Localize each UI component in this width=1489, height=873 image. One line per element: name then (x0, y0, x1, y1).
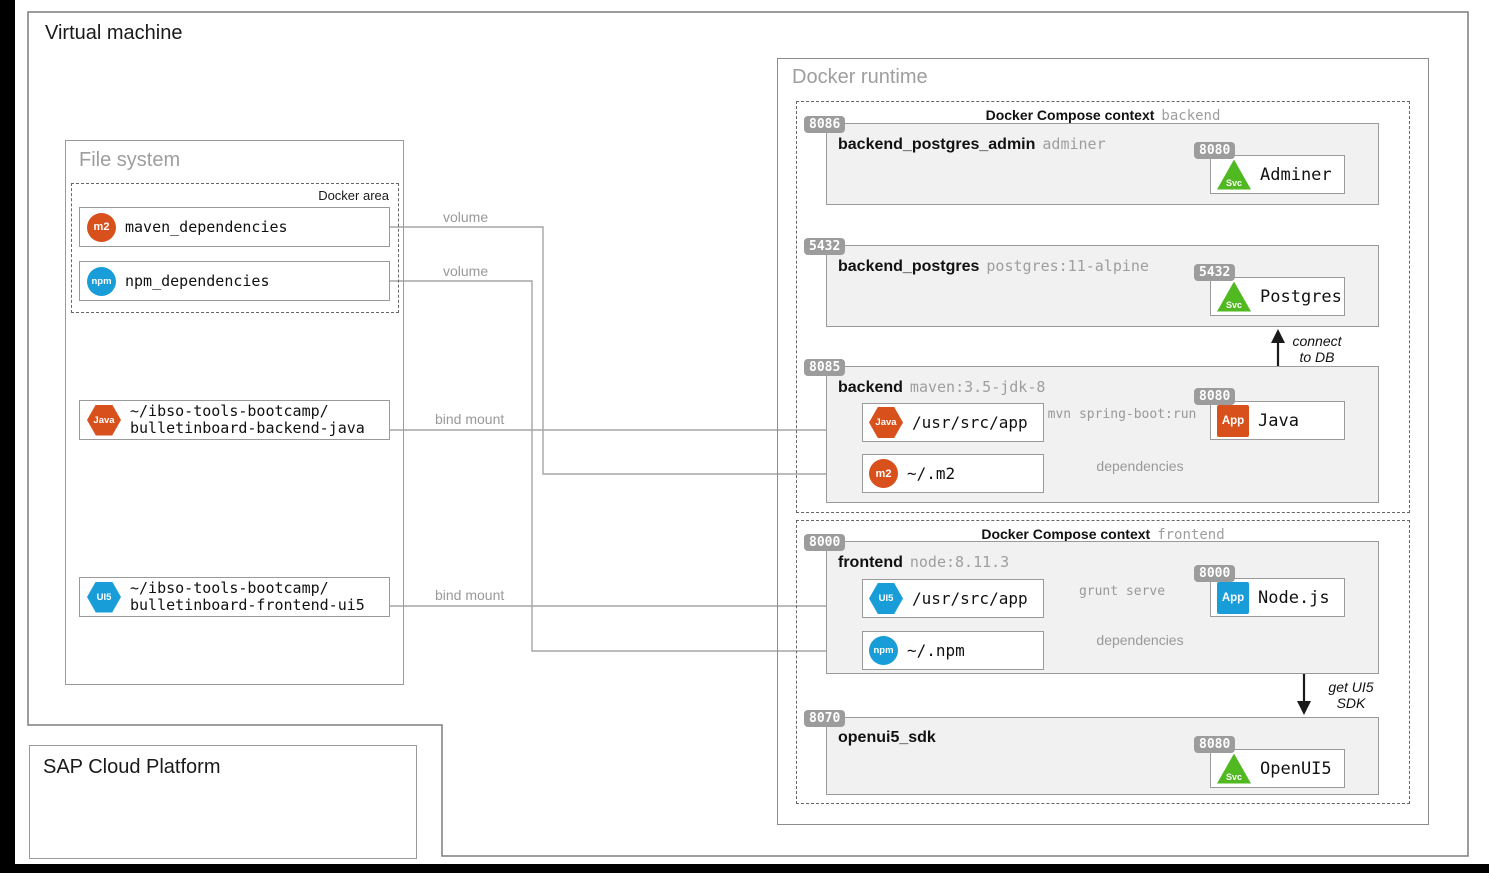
volume-name: npm_dependencies (125, 272, 270, 290)
port-badge: 8080 (1194, 142, 1236, 159)
m2-icon: m2 (87, 212, 116, 242)
port-badge: 8080 (1194, 388, 1236, 405)
service-adminer: Svc Adminer 8080 (1194, 142, 1345, 194)
connect-db-label: connect to DB (1292, 333, 1342, 365)
service-postgres: Svc Postgres 5432 (1194, 264, 1345, 316)
svc-icon: Svc (1217, 159, 1251, 190)
docker-runtime-box: Docker runtime (777, 58, 1429, 825)
ui5-icon: UI5 (869, 583, 903, 614)
mount-m2: m2 ~/.m2 (862, 454, 1044, 493)
dependencies-label-frontend: dependencies (1096, 632, 1184, 648)
mvn-run-label: mvn spring-boot:run (1047, 407, 1197, 422)
npm-icon: npm (87, 266, 116, 296)
directory-path-line1: ~/ibso-tools-bootcamp/ (130, 579, 329, 597)
mount-npm: npm ~/.npm (862, 631, 1044, 670)
app-label: Java (1258, 410, 1299, 431)
host-port-badge: 8085 (804, 359, 846, 376)
docker-area-box: Docker area (71, 183, 399, 313)
svc-icon: Svc (1217, 753, 1251, 784)
vm-title: Virtual machine (45, 22, 183, 44)
directory-path-line2: bulletinboard-frontend-ui5 (130, 596, 365, 614)
npm-icon: npm (869, 636, 898, 665)
container-openui5-sdk: openui5_sdk Svc OpenUI5 8080 8070 (804, 710, 1379, 795)
mount-path: /usr/src/app (912, 589, 1028, 608)
directory-path-line1: ~/ibso-tools-bootcamp/ (130, 402, 329, 420)
directory-backend-java: Java ~/ibso-tools-bootcamp/ bulletinboar… (79, 400, 390, 440)
container-title: openui5_sdk (838, 729, 936, 746)
file-system-box: File system (65, 140, 404, 685)
volume-npm-dependencies: npm npm_dependencies (79, 261, 390, 301)
host-port-badge: 8086 (804, 116, 846, 133)
bind-mount-label-1: bind mount (435, 411, 505, 427)
app-java: App Java 8080 (1194, 388, 1345, 440)
service-openui5: Svc OpenUI5 8080 (1194, 736, 1345, 788)
java-icon: Java (869, 407, 903, 438)
file-system-title: File system (79, 149, 181, 171)
sap-cloud-platform-title: SAP Cloud Platform (43, 756, 221, 778)
mount-usr-src-app-frontend: UI5 /usr/src/app (862, 579, 1044, 618)
host-port-badge: 8000 (804, 534, 846, 551)
directory-frontend-ui5: UI5 ~/ibso-tools-bootcamp/ bulletinboard… (79, 577, 390, 617)
directory-path-line2: bulletinboard-backend-java (130, 419, 365, 437)
volume-label-2: volume (443, 263, 489, 279)
port-badge: 5432 (1194, 264, 1236, 281)
mount-usr-src-app-backend: Java /usr/src/app (862, 403, 1044, 442)
volume-line-npm (390, 280, 835, 652)
grunt-serve-label: grunt serve (1078, 584, 1166, 599)
bind-mount-label-2: bind mount (435, 587, 505, 603)
host-port-badge: 5432 (804, 238, 846, 255)
left-black-strip (0, 0, 15, 873)
volume-label-1: volume (443, 209, 489, 225)
m2-icon: m2 (869, 459, 898, 488)
app-icon: App (1217, 581, 1249, 614)
host-port-badge: 8070 (804, 710, 846, 727)
service-label: Postgres (1260, 286, 1342, 307)
volume-line-maven (390, 226, 835, 475)
bottom-black-strip (0, 864, 1489, 873)
mount-path: /usr/src/app (912, 413, 1028, 432)
volume-maven-dependencies: m2 maven_dependencies (79, 207, 390, 247)
app-label: Node.js (1258, 587, 1330, 608)
mount-path: ~/.npm (907, 641, 965, 660)
java-icon: Java (87, 404, 121, 436)
service-label: Adminer (1260, 164, 1332, 185)
port-badge: 8000 (1194, 565, 1236, 582)
svc-icon: Svc (1217, 281, 1251, 312)
app-icon: App (1217, 404, 1249, 437)
get-ui5-sdk-label: get UI5 SDK (1328, 679, 1374, 711)
mount-path: ~/.m2 (907, 464, 956, 483)
app-nodejs: App Node.js 8000 (1194, 565, 1345, 617)
vm-outline (27, 11, 1469, 857)
sap-cloud-platform-box: SAP Cloud Platform (29, 745, 417, 859)
port-badge: 8080 (1194, 736, 1236, 753)
volume-name: maven_dependencies (125, 218, 288, 236)
dependencies-label-backend: dependencies (1096, 458, 1184, 474)
service-label: OpenUI5 (1260, 758, 1332, 779)
ui5-icon: UI5 (87, 581, 121, 613)
docker-runtime-title: Docker runtime (792, 66, 928, 88)
docker-area-label: Docker area (318, 188, 389, 203)
